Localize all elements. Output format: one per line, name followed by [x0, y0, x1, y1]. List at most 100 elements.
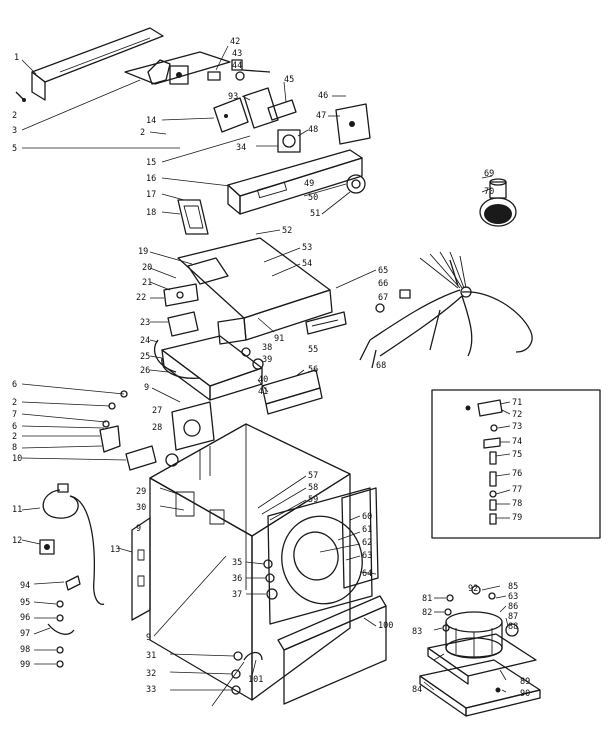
callout-c58: 58	[308, 483, 318, 493]
callout-c36: 36	[232, 574, 242, 584]
callout-c62: 62	[362, 538, 372, 548]
callout-c31: 31	[146, 651, 156, 661]
part-18-bracket	[177, 199, 209, 235]
callout-c38: 38	[262, 343, 272, 353]
callout-c85: 85	[508, 582, 518, 592]
callout-c90: 90	[520, 689, 530, 699]
part-55-door-seal	[305, 311, 347, 335]
callout-c1: 1	[14, 53, 19, 63]
part-49-knob	[346, 174, 366, 194]
callout-c37: 37	[232, 590, 242, 600]
part-12-plug	[39, 539, 55, 555]
callout-c7: 7	[12, 410, 17, 420]
callout-c60: 60	[362, 512, 372, 522]
callout-c95: 95	[20, 598, 30, 608]
callout-c6b: 6	[12, 422, 17, 432]
part-45-block	[267, 99, 297, 121]
callout-c99: 99	[20, 660, 30, 670]
callout-c2a: 2	[12, 111, 17, 121]
callout-c74: 74	[512, 437, 522, 447]
callout-c77: 77	[512, 485, 522, 495]
callout-c100: 100	[378, 621, 393, 631]
callout-c32: 32	[146, 669, 156, 679]
callout-c3: 3	[12, 126, 17, 136]
part-10-bracket	[125, 445, 157, 471]
callout-c29: 29	[136, 487, 146, 497]
leader-lines	[21, 45, 511, 707]
callout-c9b: 9	[136, 524, 141, 534]
part-11-power-cord	[42, 483, 105, 605]
callout-c63a: 63	[362, 551, 372, 561]
part-68-wiring-harness	[359, 251, 533, 369]
callout-c14: 14	[146, 116, 156, 126]
callout-c63b: 63	[508, 592, 518, 602]
callout-c22: 22	[136, 293, 146, 303]
callout-c12: 12	[12, 536, 22, 546]
callout-c82: 82	[422, 608, 432, 618]
callout-c9c: 9	[146, 633, 151, 643]
callout-c2d: 2	[12, 432, 17, 442]
callout-c72: 72	[512, 410, 522, 420]
callout-c49: 49	[304, 179, 314, 189]
callout-c15: 15	[146, 158, 156, 168]
callout-c45: 45	[284, 75, 294, 85]
callout-c21: 21	[142, 278, 152, 288]
part-3-bracket	[124, 51, 231, 85]
callout-c88: 88	[508, 622, 518, 632]
part-53-54-top-lid	[177, 237, 333, 345]
callout-c13: 13	[110, 545, 120, 555]
callout-c39: 39	[262, 355, 272, 365]
callout-c28: 28	[152, 423, 162, 433]
part-100-kick-panel	[277, 595, 387, 705]
callout-c41: 41	[258, 387, 268, 397]
callout-c52: 52	[282, 226, 292, 236]
callout-c67: 67	[378, 293, 388, 303]
part-tub-basin	[161, 335, 263, 401]
callout-c18: 18	[146, 208, 156, 218]
callout-c61: 61	[362, 525, 372, 535]
part-16-console-panel	[227, 149, 363, 215]
callout-c44: 44	[232, 61, 242, 71]
callout-c9a: 9	[144, 383, 149, 393]
part-69-70-motor	[479, 178, 517, 227]
part-28-clamp	[165, 453, 179, 467]
callout-c48: 48	[308, 125, 318, 135]
callout-c26: 26	[140, 366, 150, 376]
part-42-43-44-knob-parts	[207, 59, 271, 81]
callout-c8: 8	[12, 443, 17, 453]
part-timer-module	[243, 87, 279, 129]
callout-c91: 91	[274, 334, 284, 344]
part-27-pump	[171, 401, 215, 451]
part-63-64-front-panel	[341, 487, 379, 589]
part-main-cabinet	[149, 423, 351, 701]
callout-c94: 94	[20, 581, 30, 591]
callout-c86: 86	[508, 602, 518, 612]
callout-c23: 23	[140, 318, 150, 328]
callout-c76: 76	[512, 469, 522, 479]
callout-c10: 10	[12, 454, 22, 464]
callout-c78: 78	[512, 499, 522, 509]
part-1-top-cover	[31, 27, 164, 101]
callout-c51: 51	[310, 209, 320, 219]
inset-box-fasteners	[431, 389, 601, 539]
part-23-bracket	[167, 311, 199, 337]
callout-c70: 70	[484, 187, 494, 197]
part-94-99-hardware	[47, 575, 81, 668]
part-14-switch-plate	[213, 97, 249, 133]
callout-c53: 53	[302, 243, 312, 253]
callout-c47: 47	[316, 111, 326, 121]
part-24-25-26-hoses	[153, 339, 201, 379]
callout-c40: 40	[258, 375, 268, 385]
callout-c79: 79	[512, 513, 522, 523]
part-31-33-feet	[231, 651, 263, 695]
callout-c33: 33	[146, 685, 156, 695]
callout-c25: 25	[140, 352, 150, 362]
part-38-39-fittings	[241, 347, 264, 370]
callout-c43: 43	[232, 49, 242, 59]
callout-c93: 93	[228, 92, 238, 102]
callout-c65: 65	[378, 266, 388, 276]
callout-c73: 73	[512, 422, 522, 432]
